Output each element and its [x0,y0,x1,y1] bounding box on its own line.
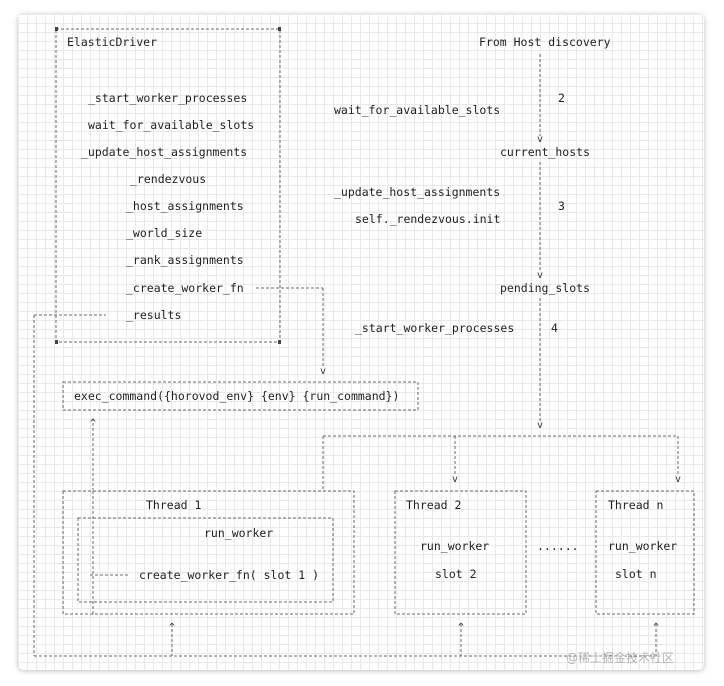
flow-line-3: v [537,298,543,431]
method-results: _results [126,308,181,322]
node-pending-slots: pending_slots [500,281,590,295]
svg-text:v: v [675,474,681,485]
thread-n-run-worker: run_worker [608,539,677,553]
svg-text:v: v [537,420,543,431]
distribution-bar: v v [322,435,681,490]
method-world-size: _world_size [126,226,202,240]
source-label: From Host discovery [479,35,611,49]
step-4-number: 4 [551,321,558,335]
step-2-number: 2 [558,91,565,105]
threads-ellipsis: ...... [537,539,579,553]
thread-2-run-worker: run_worker [420,539,489,553]
method-rendezvous: _rendezvous [130,172,206,186]
thread-n-slot: slot n [615,567,657,581]
svg-text:v: v [320,366,326,377]
svg-text:v: v [452,474,458,485]
thread-n-title: Thread n [608,498,663,512]
thread-2-box [394,490,527,615]
exec-command-box [62,381,419,411]
svg-text:v: v [537,270,543,281]
method-create-worker-fn: _create_worker_fn [126,281,244,295]
thread-n-box [595,490,695,615]
diagram-canvas: ElasticDriver _start_worker_processes wa… [18,14,704,670]
thread-1-create-worker-call: create_worker_fn( slot 1 ) [139,568,319,582]
method-host-assignments: _host_assignments [126,199,244,213]
exec-to-thread1-connector: ^ [90,418,96,490]
run-worker-box [77,517,334,603]
method-start-worker-processes: _start_worker_processes [88,91,247,105]
elastic-driver-title: ElasticDriver [67,35,157,49]
thread-1-title: Thread 1 [146,498,201,512]
step-3-label-a: _update_host_assignments [334,185,500,199]
results-connector [33,314,106,656]
thread-2-title: Thread 2 [406,498,461,512]
method-rank-assignments: _rank_assignments [126,253,244,267]
bottom-return-rail: ^ ^ ^ [34,622,659,657]
step-3-number: 3 [558,199,565,213]
exec-command-label: exec_command({horovod_env} {env} {run_co… [74,389,399,403]
node-current-hosts: current_hosts [500,145,590,159]
step-3-label-b: self._rendezvous.init [355,212,500,226]
thread-1-box [62,490,355,615]
thread-1-run-worker: run_worker [204,526,273,540]
thread-2-slot: slot 2 [435,567,477,581]
watermark-text: @稀土掘金技术社区 [566,650,674,665]
method-update-host-assignments: _update_host_assignments [81,145,247,159]
svg-text:^: ^ [653,622,659,633]
elastic-driver-box [55,27,281,344]
create-worker-fn-connector: v [256,287,326,377]
svg-text:^: ^ [458,622,464,633]
step-2-label: wait_for_available_slots [334,103,500,117]
flow-line-2: v [537,162,543,281]
method-wait-for-available-slots: wait_for_available_slots [88,118,254,132]
step-4-label: _start_worker_processes [355,321,514,335]
svg-text:v: v [537,134,543,145]
svg-text:^: ^ [169,622,175,633]
diagram-svg: ElasticDriver _start_worker_processes wa… [33,27,695,665]
flow-line-1: v [537,54,543,145]
